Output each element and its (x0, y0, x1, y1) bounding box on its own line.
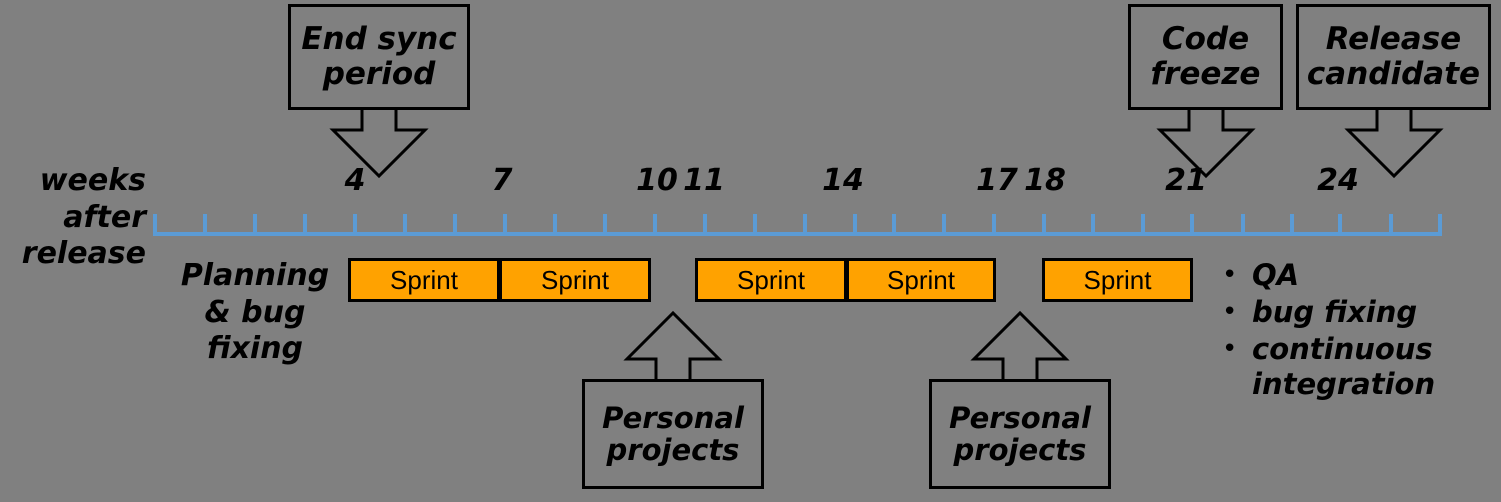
bullet-item: • bug fixing (1222, 295, 1501, 329)
axis-tick (203, 214, 207, 236)
arrow-down-to-week-24-icon (1343, 108, 1444, 179)
axis-tick (303, 214, 307, 236)
axis-tick (892, 214, 896, 236)
axis-tick (853, 214, 857, 236)
axis-tick-label: 10 (636, 163, 678, 198)
axis-tick (1438, 214, 1442, 236)
axis-tick-label: 7 (491, 163, 513, 198)
axis-tick (1338, 214, 1342, 236)
axis-tick-label: 24 (1317, 163, 1359, 198)
bullet-item-label: QA (1252, 258, 1300, 292)
axis-tick (503, 214, 507, 236)
axis-tick-label: 17 (976, 163, 1018, 198)
bullet-item-label: continuous integration (1252, 332, 1436, 401)
axis-tick (803, 214, 807, 236)
axis-tick (1190, 214, 1194, 236)
callout-code-freeze-label: Code freeze (1150, 21, 1261, 92)
callout-end-sync-period-label: End sync period (301, 21, 457, 92)
callout-personal-projects-1: Personal projects (582, 379, 764, 489)
axis-tick (153, 214, 157, 236)
axis-tick (603, 214, 607, 236)
callout-personal-projects-1-label: Personal projects (602, 400, 744, 467)
arrow-up-to-week-18-icon (970, 310, 1070, 381)
bullet-item: • QA (1222, 258, 1501, 292)
callout-end-sync-period: End sync period (288, 4, 470, 110)
axis-tick (992, 214, 996, 236)
planning-and-bug-fixing-label: Planning & bug fixing (180, 258, 330, 367)
bullet-dot-icon: • (1222, 334, 1238, 365)
axis-tick (1389, 214, 1393, 236)
timeline-axis (153, 232, 1442, 236)
axis-tick (453, 214, 457, 236)
bullet-dot-icon: • (1222, 260, 1238, 290)
weeks-after-release-caption: weeks after release (21, 163, 146, 272)
axis-tick (1241, 214, 1245, 236)
axis-tick (1141, 214, 1145, 236)
axis-tick (553, 214, 557, 236)
axis-tick-label: 4 (344, 163, 366, 198)
axis-tick-label: 14 (822, 163, 864, 198)
bullet-dot-icon: • (1222, 297, 1238, 328)
axis-tick (353, 214, 357, 236)
axis-tick (942, 214, 946, 236)
callout-personal-projects-2: Personal projects (929, 379, 1111, 489)
sprint-bar[interactable]: Sprint (1042, 258, 1193, 302)
axis-tick (1290, 214, 1294, 236)
sprint-bar[interactable]: Sprint (846, 258, 996, 302)
sprint-bar[interactable]: Sprint (499, 258, 651, 302)
bullet-item: • continuous integration (1222, 332, 1501, 400)
axis-tick (703, 214, 707, 236)
arrow-up-to-week-11-icon (623, 310, 723, 381)
sprint-bar[interactable]: Sprint (348, 258, 500, 302)
axis-tick (753, 214, 757, 236)
axis-tick-label: 11 (683, 163, 725, 198)
axis-tick-label: 18 (1024, 163, 1066, 198)
axis-tick (403, 214, 407, 236)
arrow-down-to-week-4-icon (329, 108, 429, 179)
activities-bullet-list: • QA • bug fixing • continuous integration (1222, 258, 1501, 404)
axis-tick (1042, 214, 1046, 236)
axis-tick-label: 21 (1165, 163, 1207, 198)
callout-code-freeze: Code freeze (1128, 4, 1283, 110)
sprint-bar[interactable]: Sprint (695, 258, 847, 302)
callout-personal-projects-2-label: Personal projects (949, 400, 1091, 467)
axis-tick (653, 214, 657, 236)
axis-tick (1091, 214, 1095, 236)
callout-release-candidate-label: Release candidate (1306, 21, 1481, 92)
arrow-down-to-week-21-icon (1155, 108, 1256, 179)
axis-tick (253, 214, 257, 236)
bullet-item-label: bug fixing (1252, 295, 1418, 330)
callout-release-candidate: Release candidate (1296, 4, 1491, 110)
